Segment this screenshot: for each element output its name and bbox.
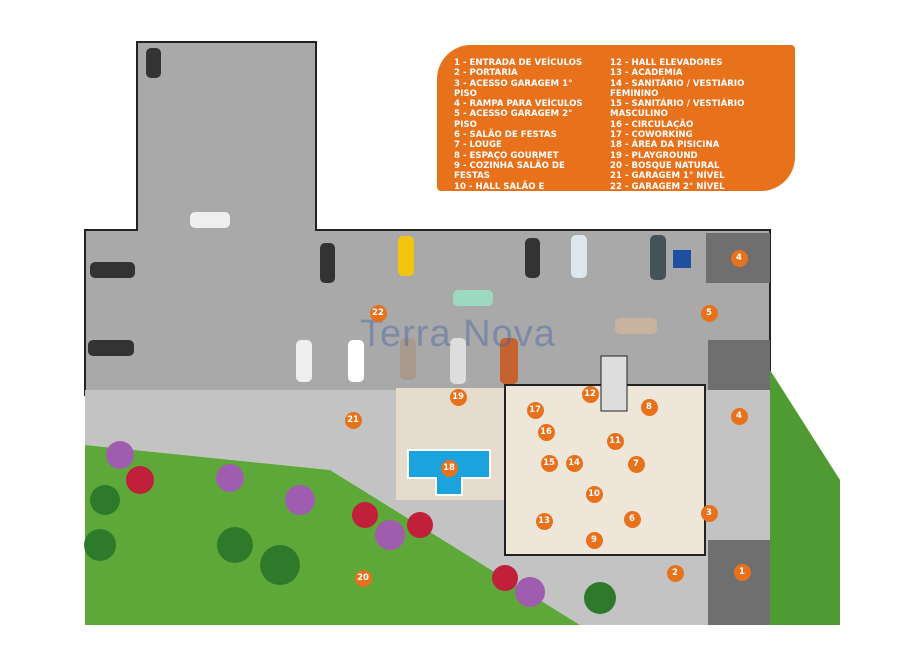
legend-item: 18 - ÁREA DA PISICINA bbox=[610, 140, 720, 151]
legend-item: 21 - GARAGEM 1° NÍVEL bbox=[610, 171, 725, 182]
legend: 1 - ENTRADA DE VEÍCULOS 2 - PORTARIA 3 -… bbox=[437, 45, 795, 222]
legend-item: 17 - COWORKING bbox=[610, 130, 693, 141]
legend-item: 8 - ESPAÇO GOURMET bbox=[454, 150, 559, 161]
legend-column-2: 12 - HALL ELEVADORES 13 - ACADEMIA 14 - … bbox=[610, 58, 795, 192]
legend-item: 12 - HALL ELEVADORES bbox=[610, 58, 723, 68]
trees bbox=[84, 441, 616, 614]
legend-item: 3 - ACESSO GARAGEM 1° PISO bbox=[454, 78, 573, 99]
stair-core bbox=[600, 355, 628, 412]
marker-17: 17 bbox=[526, 401, 544, 419]
marker-2: 2 bbox=[666, 564, 684, 582]
garden bbox=[85, 445, 580, 625]
marker-5: 5 bbox=[700, 304, 718, 322]
marker-20: 20 bbox=[354, 569, 372, 587]
marker-19: 19 bbox=[449, 388, 467, 406]
marker-16: 16 bbox=[537, 423, 555, 441]
legend-item: 6 - SALÃO DE FESTAS bbox=[454, 130, 557, 141]
cars bbox=[88, 48, 666, 384]
marker-10: 10 bbox=[585, 485, 603, 503]
legend-item: 19 - PLAYGROUND bbox=[610, 150, 698, 161]
legend-item: 10 - HALL SALÃO E SANITÁRIOS bbox=[454, 181, 545, 202]
marker-12: 12 bbox=[581, 385, 599, 403]
marker-11: 11 bbox=[606, 432, 624, 450]
legend-item: 14 - SANITÁRIO / VESTIÁRIO FEMININO bbox=[610, 78, 745, 99]
legend-item: 2 - PORTARIA bbox=[454, 68, 518, 79]
legend-item: 5 - ACESSO GARAGEM 2° PISO bbox=[454, 109, 573, 130]
legend-item: 1 - ENTRADA DE VEÍCULOS bbox=[454, 58, 583, 68]
logo-watermark: Terra Nova bbox=[360, 313, 556, 355]
marker-4: 4 bbox=[730, 407, 748, 425]
marker-4: 4 bbox=[730, 249, 748, 267]
marker-8: 8 bbox=[640, 398, 658, 416]
marker-13: 13 bbox=[535, 512, 553, 530]
marker-14: 14 bbox=[565, 454, 583, 472]
marker-7: 7 bbox=[627, 455, 645, 473]
legend-item: 4 - RAMPA PARA VEÍCULOS bbox=[454, 99, 583, 110]
legend-item: 13 - ACADEMIA bbox=[610, 68, 683, 79]
marker-9: 9 bbox=[585, 531, 603, 549]
accessible-parking-sign bbox=[673, 250, 691, 268]
marker-15: 15 bbox=[540, 454, 558, 472]
legend-column-1: 1 - ENTRADA DE VEÍCULOS 2 - PORTARIA 3 -… bbox=[454, 58, 598, 222]
marker-18: 18 bbox=[440, 459, 458, 477]
marker-3: 3 bbox=[700, 504, 718, 522]
garden-right bbox=[770, 370, 840, 625]
legend-item: 7 - LOUGE bbox=[454, 140, 502, 151]
legend-item: 22 - GARAGEM 2° NÍVEL bbox=[610, 181, 725, 192]
marker-22: 22 bbox=[369, 304, 387, 322]
marker-1: 1 bbox=[733, 563, 751, 581]
marker-6: 6 bbox=[623, 510, 641, 528]
ramp-bottom bbox=[708, 540, 780, 625]
legend-item: 16 - CIRCULAÇÃO bbox=[610, 119, 694, 130]
legend-item: 9 - COZINHA SALÃO DE FESTAS bbox=[454, 160, 565, 182]
legend-item: 20 - BOSQUE NATURAL bbox=[610, 160, 720, 171]
legend-item: 11 - SANITÁRIOS / VESTIÁRIO ACESSÍVEL bbox=[454, 202, 595, 223]
marker-21: 21 bbox=[344, 411, 362, 429]
legend-item: 15 - SANITÁRIO / VESTIÁRIO MASCULINO bbox=[610, 99, 745, 120]
